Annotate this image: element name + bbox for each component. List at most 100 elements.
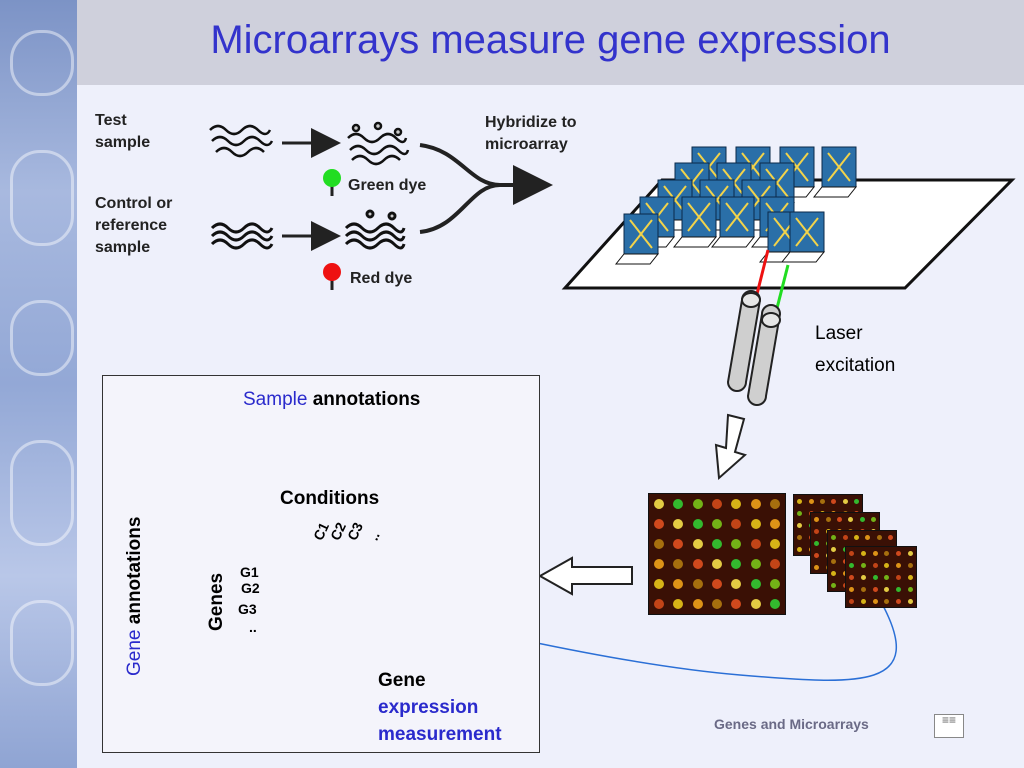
row-label: G2: [241, 580, 260, 596]
array-spot: [731, 559, 742, 569]
array-spot: [896, 562, 901, 568]
array-spot: [814, 552, 820, 558]
array-spot: [673, 559, 684, 569]
array-spot: [907, 562, 913, 568]
array-spot: [750, 599, 761, 609]
array-spot: [836, 516, 842, 522]
array-spot: [848, 516, 854, 522]
array-spot: [853, 498, 859, 504]
array-spot: [770, 519, 781, 529]
title-bar: [77, 0, 1024, 85]
conditions-label: Conditions: [280, 488, 380, 509]
red-dye-label: Red dye: [350, 270, 413, 287]
slide-navigation-icon[interactable]: ≡≡: [934, 714, 964, 738]
dna-probe-icon: [812, 146, 858, 198]
array-spot: [814, 564, 820, 570]
array-spot: [731, 519, 742, 529]
array-spot: [712, 579, 722, 589]
array-spot: [731, 599, 742, 609]
row-label: ..: [249, 619, 257, 635]
array-spot: [861, 574, 866, 580]
array-spot: [859, 516, 865, 522]
array-spot: [842, 534, 848, 540]
array-spot: [770, 559, 781, 569]
array-spot: [653, 599, 664, 609]
array-spot: [831, 546, 837, 552]
array-spot: [712, 519, 722, 529]
array-spot: [653, 579, 664, 589]
array-spot: [819, 498, 825, 504]
array-spot: [831, 534, 837, 540]
array-spot: [907, 586, 913, 592]
merge-arrow: [419, 143, 553, 234]
array-spot: [770, 579, 781, 589]
array-spot: [814, 528, 820, 534]
hybridize-label: Hybridize to microarray: [485, 114, 577, 153]
array-spot: [692, 599, 703, 609]
array-spot: [872, 586, 878, 592]
array-spot: [712, 539, 722, 549]
array-spot: [797, 546, 803, 552]
array-spot: [907, 598, 913, 604]
array-spot: [849, 586, 855, 592]
measurement-measurement-word: measurement: [378, 724, 502, 745]
array-spot: [861, 598, 866, 604]
array-spot: [653, 499, 664, 509]
array-spot: [673, 579, 684, 589]
dna-probe-icon: [672, 196, 718, 248]
row-label: G3: [238, 601, 257, 617]
sample-annotations-heading: Sample annotations: [243, 389, 420, 411]
array-spot: [907, 574, 913, 580]
laser-tubes-icon: [726, 290, 782, 406]
scan-down-arrow: [714, 413, 748, 481]
data-matrix-panel: [102, 375, 540, 753]
array-spot: [872, 574, 878, 580]
array-spot: [896, 550, 901, 556]
array-spot: [750, 519, 761, 529]
array-spot: [865, 534, 871, 540]
array-spot: [731, 539, 742, 549]
array-spot: [896, 586, 901, 592]
array-spot: [831, 582, 837, 588]
array-spot: [849, 598, 855, 604]
array-spot: [797, 498, 803, 504]
array-spot: [831, 570, 837, 576]
array-spot: [750, 539, 761, 549]
labeled-control-strands-icon: [344, 209, 406, 250]
array-spot: [712, 559, 722, 569]
swirl-shape: [10, 300, 74, 376]
array-spot: [831, 558, 837, 564]
labeled-test-strands-icon: [347, 121, 410, 166]
array-spot: [653, 559, 664, 569]
gene-word: Gene: [124, 629, 145, 676]
annotations-word: annotations: [312, 389, 421, 410]
array-spot: [872, 562, 878, 568]
array-spot: [797, 534, 803, 540]
array-spot: [849, 574, 855, 580]
array-spot: [797, 522, 803, 528]
array-spot: [849, 562, 855, 568]
array-spot: [673, 499, 684, 509]
array-spot: [750, 559, 761, 569]
array-spot: [712, 499, 722, 509]
array-spot: [770, 599, 781, 609]
gene-annotations-heading: Gene annotations: [124, 517, 146, 676]
array-spot: [673, 539, 684, 549]
dna-probe-icon: [710, 196, 756, 248]
array-spot: [870, 516, 876, 522]
footer-text: Genes and Microarrays: [714, 716, 869, 732]
array-spot: [712, 599, 722, 609]
array-spot: [750, 499, 761, 509]
array-spot: [861, 586, 866, 592]
array-spot: [884, 586, 890, 592]
array-spot: [831, 498, 837, 504]
gene-annotations-word: annotations: [124, 516, 145, 625]
control-sample-label: Control or reference sample: [95, 195, 173, 256]
measurement-expression-word: expression: [378, 697, 479, 718]
decorative-side-strip: [0, 0, 77, 768]
microarray-scan-image: [648, 493, 786, 615]
array-spot: [673, 519, 684, 529]
row-label: G1: [240, 564, 259, 580]
array-spot: [872, 550, 878, 556]
